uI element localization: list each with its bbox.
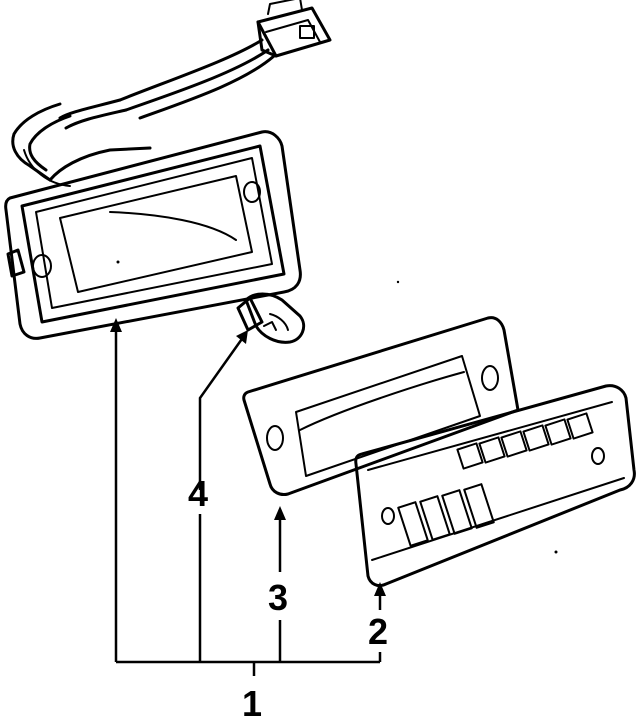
- arrow-gasket: [274, 506, 286, 520]
- wire-harness: [58, 38, 276, 130]
- arrow-lens: [374, 582, 386, 596]
- lens-upper-pattern: [456, 412, 594, 470]
- bulb: [236, 292, 306, 344]
- arrow-bulb: [236, 330, 248, 344]
- arrow-heads: [110, 318, 386, 596]
- wire-grommet: [11, 102, 152, 187]
- callout-bulb: 4: [188, 473, 208, 514]
- callout-gasket: 3: [268, 577, 288, 618]
- leader-lines: [114, 326, 382, 676]
- callout-lens: 2: [368, 611, 388, 652]
- lens: [354, 384, 636, 588]
- arrow-housing: [110, 318, 122, 332]
- gasket: [242, 316, 520, 496]
- callout-assembly: 1: [242, 683, 262, 724]
- lens-lower-pattern: [397, 483, 495, 547]
- lamp-housing: [4, 130, 302, 340]
- leader-bulb: [198, 335, 246, 490]
- scan-specks: [116, 260, 558, 554]
- wire-connector: [256, 0, 332, 58]
